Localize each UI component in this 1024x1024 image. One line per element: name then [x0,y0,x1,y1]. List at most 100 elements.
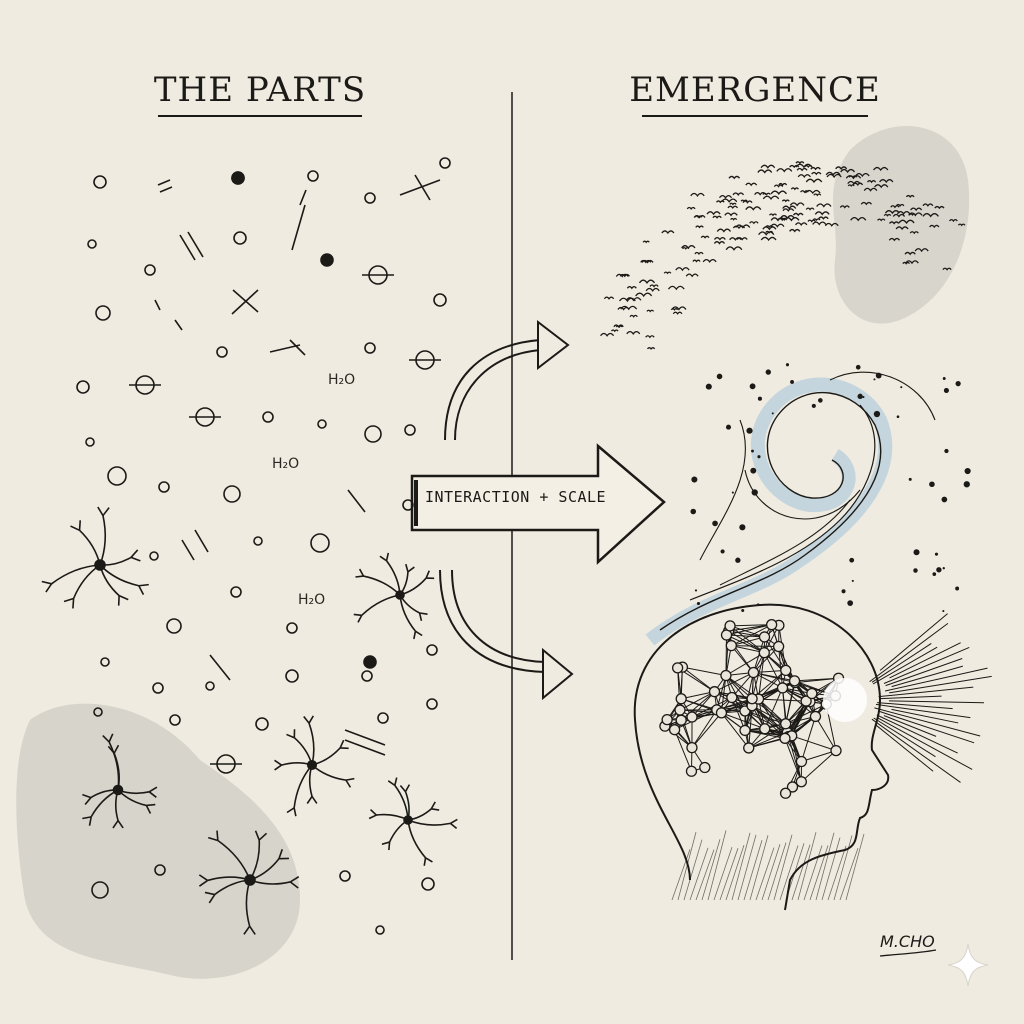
heading-the-parts: THE PARTS [153,70,367,110]
bird [782,205,797,210]
bird [895,226,909,231]
bird [804,164,813,168]
neuron-branch [379,555,387,562]
network-link [681,691,715,700]
neuron-branch [72,598,75,609]
neuron-branch [208,836,219,842]
neuron-branch [146,803,156,807]
water-droplet [942,377,946,380]
particle-circle [364,192,376,204]
network-node [786,781,799,793]
line-fragment [289,339,306,356]
line-fragment [179,234,196,261]
particle-circle [285,669,299,683]
network-node [788,675,801,687]
neuron-dendrite [214,879,251,896]
network-link [729,625,765,638]
particle-circle [375,925,385,935]
neuron-branch [353,613,362,617]
network-link [763,652,795,682]
network-link [791,735,837,752]
hatch-line [809,845,829,901]
bird [615,273,629,278]
particle-circle [255,717,269,731]
light-ray [880,695,942,700]
water-droplet [696,601,701,606]
neuron-branch [289,875,300,883]
bird [860,201,872,206]
neuron-branch [418,612,423,621]
network-node [795,755,808,768]
neuron-dendrite [388,819,409,843]
water-droplet [739,524,746,531]
hatch-line [839,848,859,901]
line-fragment [414,174,431,201]
particle-circle [76,380,90,394]
light-ray [889,675,992,694]
neuron-dendrite [90,789,119,799]
water-droplet [908,477,912,481]
bird [721,198,738,203]
network-link [730,624,772,627]
bird [892,213,906,218]
neuron-branch [254,830,260,841]
bird [626,330,641,335]
neuron-dendrite [399,577,427,596]
neuron-branch [449,818,458,825]
neuron-dendrite [308,722,315,766]
light-ray [872,646,938,685]
heading-underline-right [642,115,868,117]
hatch-line [749,835,769,901]
neuron-dendrite [117,789,147,807]
particle-circle [426,644,438,656]
neuron-branch [368,814,377,820]
bird [758,231,775,236]
network-link [764,636,787,671]
network-node [671,662,684,674]
bird [760,236,777,242]
light-ray [877,702,953,710]
bird [735,224,751,229]
bird [646,309,655,313]
network-node [765,619,778,631]
bird [706,211,721,216]
hatch-line [767,842,787,901]
neuron-dendrite [407,819,451,826]
bird [789,202,805,207]
bird [645,287,660,292]
bird [824,222,839,227]
water-droplet [942,610,945,613]
line-fragment [291,204,306,251]
network-link [731,645,779,648]
network-link [674,729,692,772]
water-droplet [847,600,854,607]
bird [695,225,704,229]
hatch-line [827,845,847,901]
bird [777,217,788,222]
line-fragment [299,189,307,206]
water-droplet [849,557,855,563]
neuron-dendrite [249,840,261,881]
bird [770,223,785,228]
bird [603,296,615,300]
light-ray [879,710,975,744]
bird [685,273,699,278]
neuron-branch [148,791,157,798]
network-link [748,723,786,749]
bird [712,215,722,219]
neuron-dendrite [293,737,313,766]
water-droplet [757,396,762,401]
network-link [691,712,722,748]
signature-underline [879,949,937,957]
water-droplet [705,383,712,390]
bird [626,286,637,290]
bird [600,332,615,337]
neuron-branch [138,583,149,587]
bird [877,218,886,222]
neuron-branch [82,793,92,799]
bird [724,212,738,217]
bird [922,213,939,218]
neuron-branch [404,784,411,793]
bird [905,260,919,265]
